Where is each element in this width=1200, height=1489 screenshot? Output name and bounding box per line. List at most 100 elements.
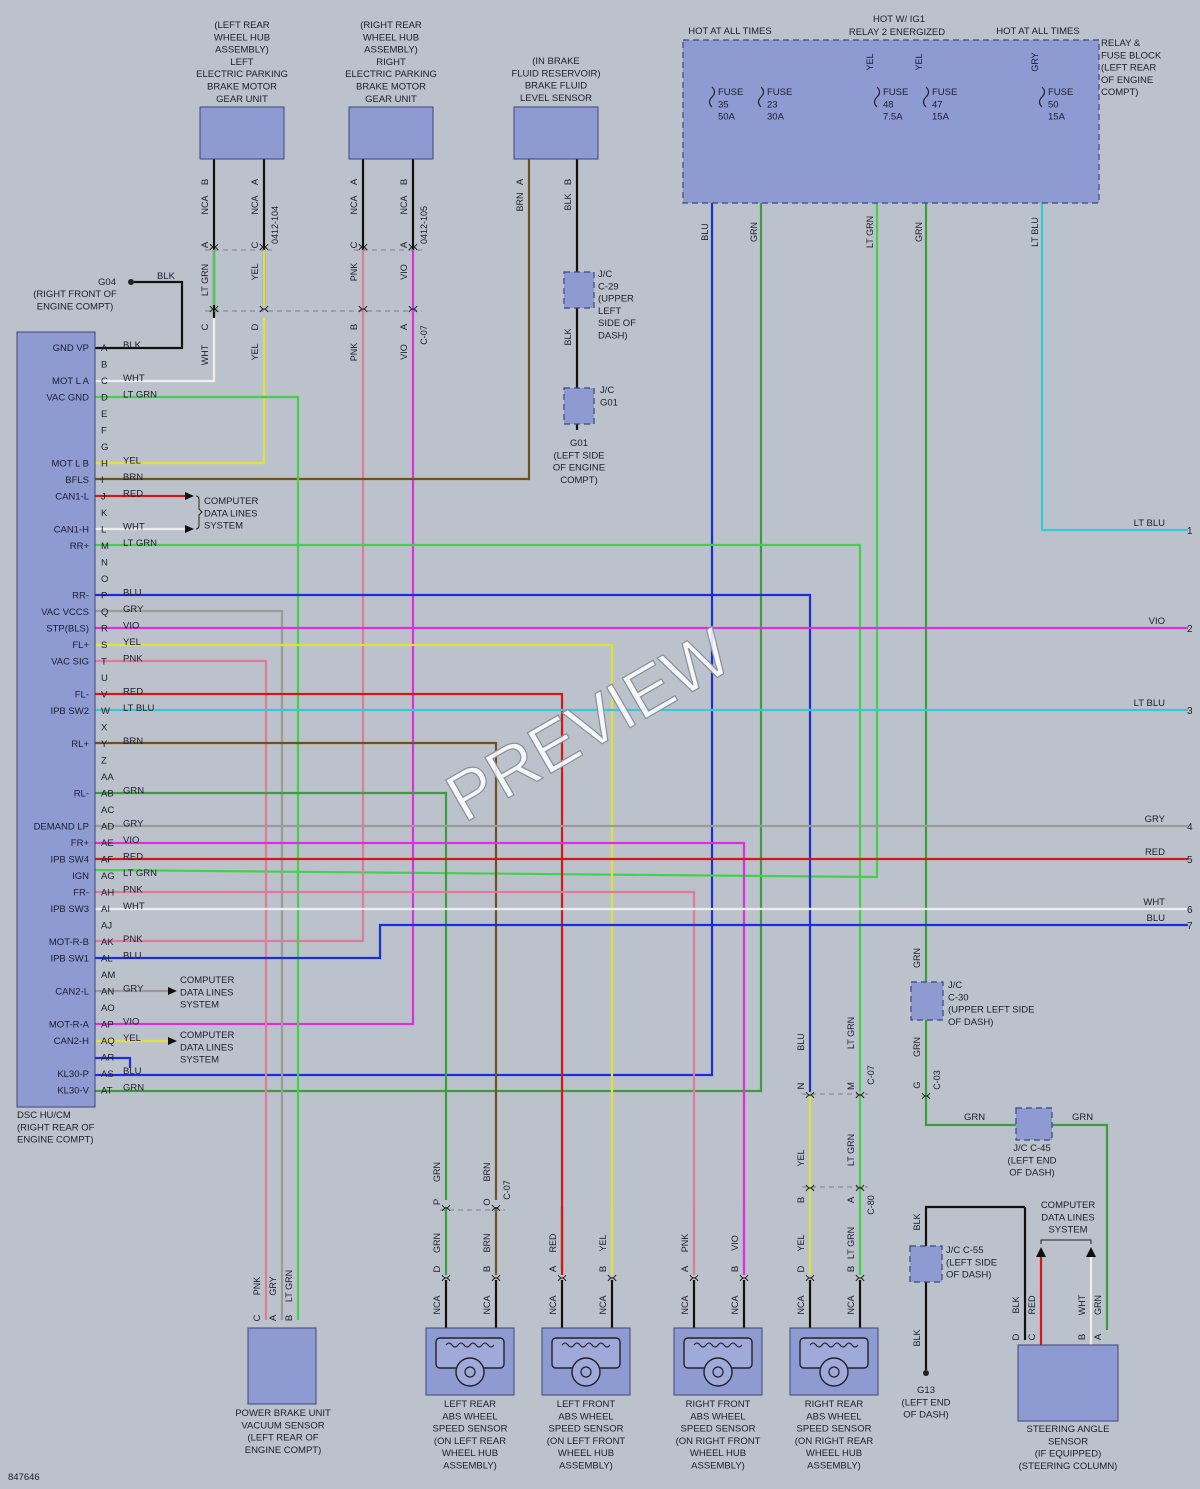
dsc-pin-V: V	[101, 690, 108, 701]
computer-data-lines-label: DATA LINES	[1041, 1212, 1095, 1223]
nca-label: NCA	[730, 1295, 740, 1314]
wire-color: GRN	[1093, 1295, 1103, 1315]
dsc-pin-AR: AR	[101, 1053, 114, 1064]
dsc-wire-color-AF: RED	[123, 852, 143, 863]
wire-color: GRN	[912, 1037, 922, 1057]
dsc-wire-color-W: LT BLU	[123, 703, 154, 714]
wire-color: LT GRN	[200, 264, 210, 296]
lr-abs-sensor-label: SPEED SENSOR	[433, 1424, 508, 1435]
dsc-pin-name-L: CAN1-H	[54, 525, 90, 536]
dsc-wire-color-R: VIO	[123, 621, 139, 632]
right-epb-motor-label: (RIGHT REAR	[360, 20, 422, 31]
rr-abs-sensor-label: RIGHT REAR	[805, 1399, 864, 1410]
rf-abs-sensor-label: RIGHT FRONT	[686, 1399, 751, 1410]
connector-id: C-07	[419, 325, 429, 345]
computer-data-lines-label: SYSTEM	[1048, 1225, 1087, 1236]
fuse-label: 50	[1048, 99, 1059, 110]
pin-letter: D	[432, 1265, 443, 1272]
steering-sensor-label: SENSOR	[1048, 1436, 1088, 1447]
output-number: 2	[1187, 624, 1193, 635]
computer-data-lines-label: SYSTEM	[204, 521, 243, 532]
jc-g01-label: G01	[600, 397, 618, 408]
connector-terminal	[689, 1277, 699, 1282]
left-epb-motor-label: BRAKE MOTOR	[207, 82, 277, 93]
connector-terminal	[805, 1094, 815, 1099]
sensor-coil-icon	[561, 1342, 611, 1348]
dsc-pin-name-Y: RL+	[71, 739, 89, 750]
wire-rr-minus	[95, 593, 812, 1092]
rf-abs-sensor-label: (ON RIGHT FRONT	[676, 1436, 761, 1447]
connector-terminal	[739, 1277, 749, 1282]
jc-c29-label: SIDE OF	[598, 318, 636, 329]
brake-fluid-level-sensor	[513, 106, 599, 160]
arrow-icon	[1036, 1247, 1046, 1257]
fuse-block-title: FUSE BLOCK	[1101, 50, 1162, 61]
dsc-wire-color-AG: LT GRN	[123, 868, 157, 879]
wire-vac-sig	[95, 659, 268, 1320]
vacuum-sensor-label: (LEFT REAR OF	[247, 1433, 318, 1444]
dsc-wire-color-S: YEL	[123, 637, 141, 648]
nca-label: NCA	[680, 1295, 690, 1314]
wire-color: BLK	[563, 328, 573, 345]
connector-terminal	[358, 246, 368, 251]
g01-label: COMPT)	[560, 475, 597, 486]
wire-rl-minus	[95, 791, 448, 1200]
right-epb-motor-label: WHEEL HUB	[363, 32, 419, 43]
dsc-pin-name-A: GND VP	[53, 343, 89, 354]
fuse-output-color: LT BLU	[1030, 217, 1040, 247]
dsc-pin-A: A	[101, 343, 108, 354]
dsc-pin-name-S: FL+	[72, 640, 89, 651]
connector-terminal	[855, 1187, 865, 1192]
wire-color: YEL	[796, 1234, 806, 1251]
jc-c30-label: OF DASH)	[948, 1017, 993, 1028]
fuse-label: 15A	[932, 112, 950, 123]
dsc-wire-color-H: YEL	[123, 456, 141, 467]
lf-abs-sensor-label: ASSEMBLY)	[559, 1461, 613, 1472]
rr-abs-sensor-label: (ON RIGHT REAR	[795, 1436, 874, 1447]
wire-mot-r-a	[95, 250, 415, 1026]
connector-id: C-03	[932, 1070, 942, 1090]
output-number: 3	[1187, 706, 1193, 717]
dsc-wire-color-AS: BLU	[123, 1066, 142, 1077]
rf-abs-sensor-label: ASSEMBLY)	[691, 1461, 745, 1472]
output-number: 5	[1187, 855, 1193, 866]
sensor-coil-icon	[693, 1342, 743, 1348]
jc-c29-label: C-29	[598, 281, 619, 292]
arrow-icon	[185, 525, 194, 533]
dsc-pin-AT: AT	[101, 1086, 113, 1097]
sensor-wheel-icon	[703, 1357, 733, 1387]
output-wire-color: GRY	[1145, 814, 1166, 825]
g04-ground-symbol	[128, 279, 134, 285]
wire-kl30-p	[95, 110, 714, 1077]
wire-color: YEL	[250, 343, 260, 360]
fuse-output-color: LT GRN	[865, 216, 875, 248]
hot-w-ig1: HOT W/ IG1	[873, 14, 925, 25]
arrow-icon	[168, 987, 177, 995]
dsc-pin-B: B	[101, 360, 107, 371]
dsc-pin-name-AH: FR-	[73, 888, 89, 899]
wire-color: BLK	[157, 271, 176, 282]
connector-terminal	[855, 1094, 865, 1099]
dsc-pin-Y: Y	[101, 739, 108, 750]
fuse-label: FUSE	[932, 87, 957, 98]
fuse-input-color: YEL	[914, 53, 924, 70]
connector-id: C-07	[502, 1180, 512, 1200]
wire-color: GRN	[964, 1112, 985, 1123]
lr-abs-sensor-label: (ON LEFT REAR	[434, 1436, 506, 1447]
fuse-label: FUSE	[718, 87, 743, 98]
fuse-icon	[922, 86, 930, 108]
pin-letter: A	[399, 323, 410, 330]
left-epb-motor-label: (LEFT REAR	[214, 20, 269, 31]
connector-terminal	[855, 1277, 865, 1282]
dsc-pin-name-AP: MOT-R-A	[49, 1020, 90, 1031]
lr-abs-sensor-label: WHEEL HUB	[442, 1448, 498, 1459]
wire-color: VIO	[730, 1235, 740, 1251]
output-wire-color: VIO	[1149, 616, 1165, 627]
fuse-icon	[873, 86, 881, 108]
sensor-wheel-icon	[464, 1366, 476, 1378]
left-epb-motor-label: ELECTRIC PARKING	[196, 69, 288, 80]
left-epb-motor	[199, 106, 285, 160]
steering-sensor-label: (STEERING COLUMN)	[1019, 1461, 1118, 1472]
wire-ign	[94, 110, 879, 879]
